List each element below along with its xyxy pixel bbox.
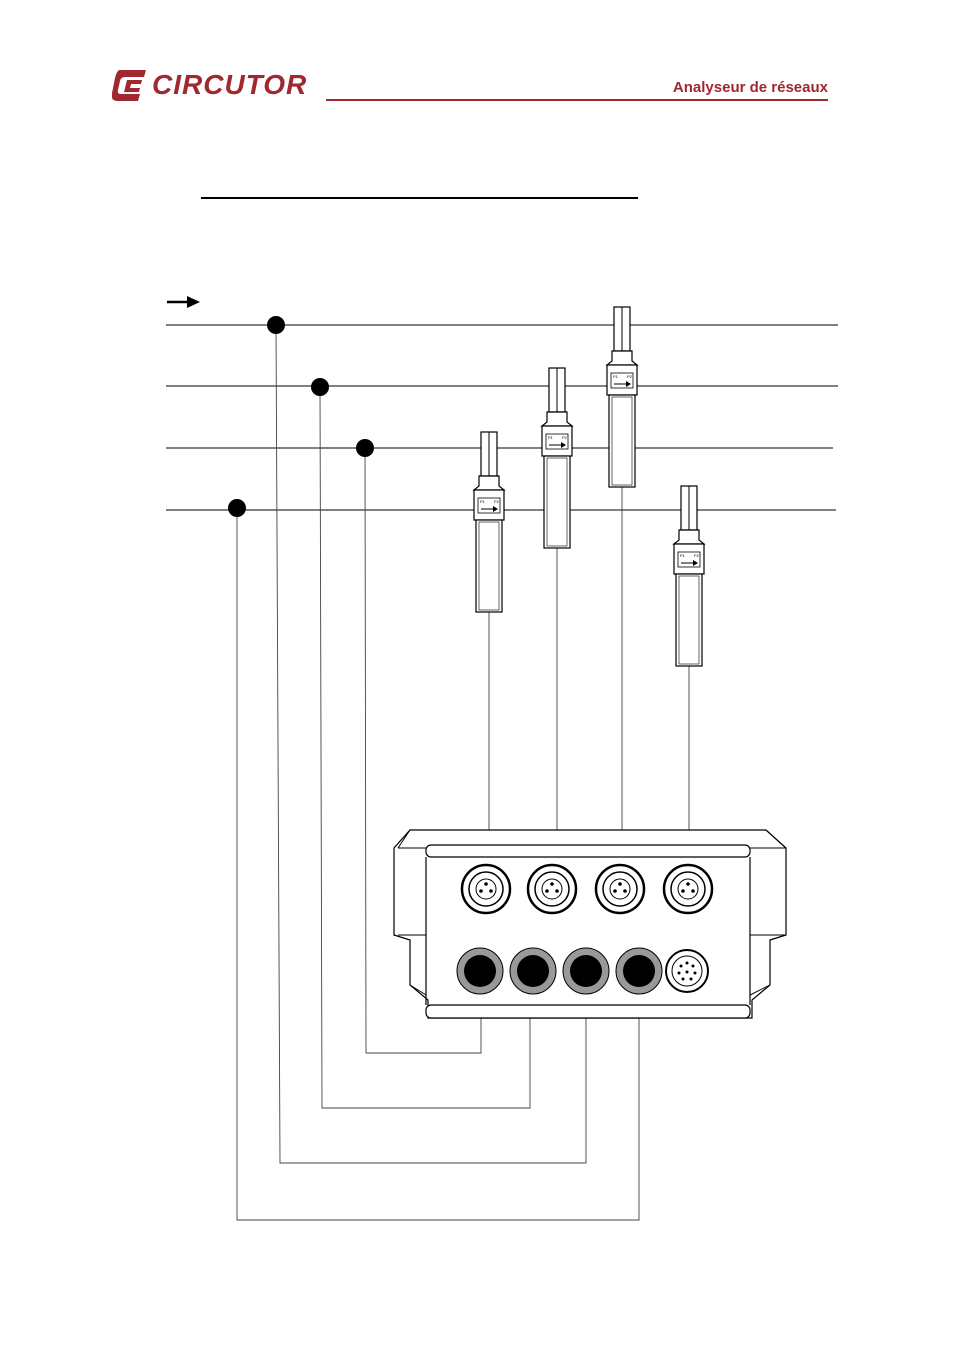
junction-dot — [356, 439, 374, 457]
brand-name: CIRCUTOR — [152, 69, 308, 100]
voltage-wire-4 — [236, 508, 640, 1221]
junction-dots — [228, 316, 374, 517]
document-title: Analyseur de réseaux — [672, 79, 828, 96]
current-clamp-icon — [541, 367, 573, 549]
clamp-wires — [488, 487, 690, 842]
section-title-underline — [201, 197, 638, 199]
voltage-wire-3 — [364, 447, 482, 1054]
bus-lines — [166, 324, 838, 511]
junction-dot — [267, 316, 285, 334]
current-direction-arrow-icon — [167, 296, 200, 308]
current-clamp-icon — [473, 431, 505, 613]
junction-dot — [311, 378, 329, 396]
circutor-logo: CIRCUTOR — [111, 66, 312, 104]
current-clamp-icon — [606, 306, 638, 488]
current-clamp-icon — [673, 485, 705, 667]
junction-dot — [228, 499, 246, 517]
current-input-connectors — [460, 863, 714, 915]
voltage-wires — [236, 324, 640, 1221]
analyzer-device — [393, 829, 787, 1019]
voltage-input-connectors — [456, 947, 709, 995]
page-header: CIRCUTOR Analyseur de réseaux — [0, 0, 954, 120]
voltage-wire-2 — [319, 386, 531, 1109]
header-rule — [326, 99, 828, 101]
aux-connector-icon — [665, 949, 709, 993]
circutor-c-logo-icon — [111, 70, 146, 101]
voltage-wire-1 — [275, 324, 587, 1164]
